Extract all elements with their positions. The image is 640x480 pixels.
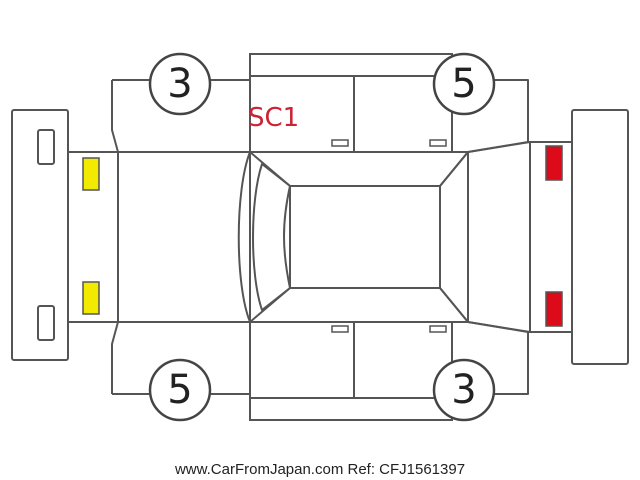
front-right-headlamp	[82, 281, 100, 315]
car-body-outline	[67, 141, 573, 333]
trunk	[467, 141, 531, 333]
rear-right-taillamp	[545, 291, 563, 327]
lamps	[82, 145, 563, 327]
windshield-outer	[237, 151, 251, 323]
tire-rear-right: 3	[432, 358, 496, 422]
tire-grade-rear-right: 3	[451, 367, 476, 413]
left-front-fender	[111, 79, 251, 153]
right-front-door	[249, 321, 355, 399]
tire-circle	[148, 358, 212, 422]
left-sill-top	[249, 53, 453, 77]
rear-bumper	[571, 109, 629, 365]
tire-grade-rear-left: 5	[451, 61, 476, 107]
right-front-fender	[111, 321, 251, 395]
front-bumper-left-vent	[37, 129, 55, 165]
right-front-door-handle	[331, 325, 349, 333]
tire-grade-front-right: 5	[167, 367, 192, 413]
left-front-door-handle	[331, 139, 349, 147]
tire-circle	[432, 52, 496, 116]
rear-left-taillamp	[545, 145, 563, 181]
front-left-headlamp	[82, 157, 100, 191]
left-rear-door-handle	[429, 139, 447, 147]
tire-circle	[432, 358, 496, 422]
hood	[117, 151, 251, 323]
roof	[289, 185, 441, 289]
damage-mark-sc1: SC1	[248, 103, 299, 133]
tire-front-right: 5	[148, 358, 212, 422]
right-rear-door-handle	[429, 325, 447, 333]
tire-front-left: 3	[148, 52, 212, 116]
windshield	[252, 163, 291, 311]
tire-circle	[148, 52, 212, 116]
rear-window	[439, 151, 469, 323]
front-bumper-right-vent	[37, 305, 55, 341]
tire-grade-front-left: 3	[167, 61, 192, 107]
right-sill-bottom	[249, 397, 453, 421]
tire-rear-left: 5	[432, 52, 496, 116]
watermark-reference: www.CarFromJapan.com Ref: CFJ1561397	[174, 461, 465, 478]
front-bumper	[11, 109, 69, 361]
